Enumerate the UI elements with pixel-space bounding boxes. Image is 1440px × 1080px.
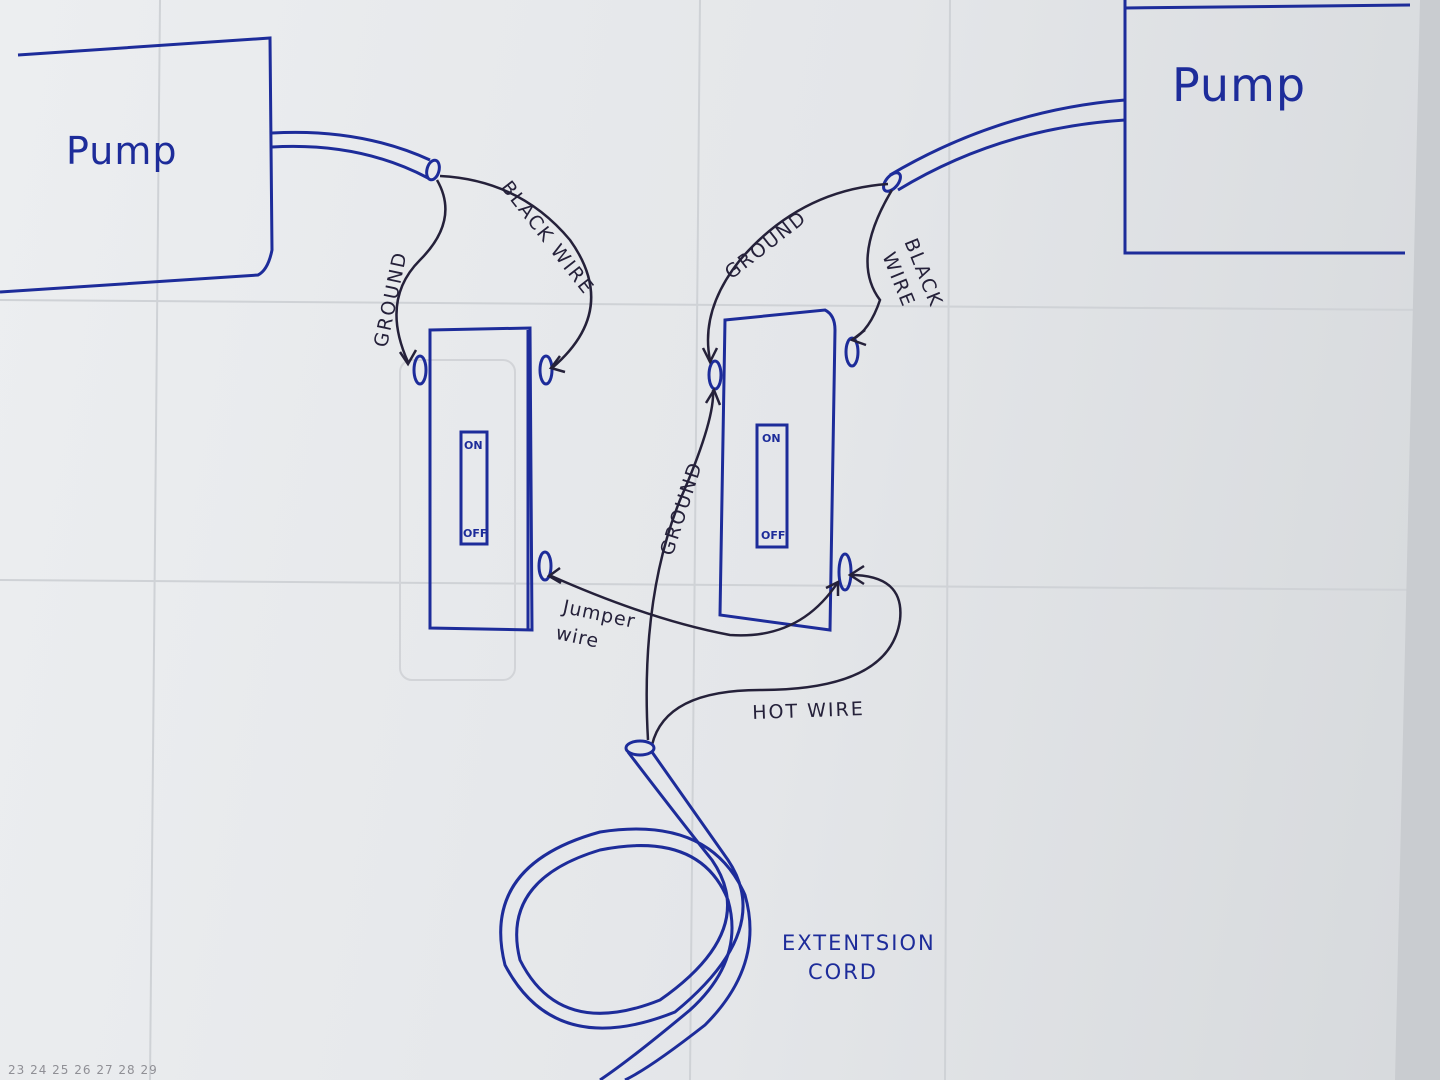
right-switch-terminal-hot (837, 552, 853, 592)
left-pump-label: Pump (66, 129, 178, 173)
right-pump-label: Pump (1172, 58, 1307, 112)
extension-cord (499, 739, 752, 1080)
right-switch (707, 308, 860, 632)
right-switch-terminal-ground (707, 359, 723, 391)
calendar-footer-numbers: 23 24 25 26 27 28 29 (8, 1063, 158, 1077)
extension-cord-label-line2: CORD (808, 960, 878, 984)
wires (395, 174, 902, 746)
right-pump-box (1123, 0, 1411, 255)
left-switch-terminal-jumper (537, 550, 553, 582)
extension-cord-label-line1: EXTENTSION (782, 931, 936, 955)
paper-edge-shadow (1395, 0, 1440, 1080)
left-switch-terminal-black (538, 354, 554, 386)
left-switch-toggle (459, 430, 489, 546)
extension-cord-end (624, 739, 656, 757)
hot-wire-label: HOT WIRE (751, 698, 866, 724)
left-pump-box (0, 36, 274, 294)
right-switch-off-label: OFF (761, 529, 786, 542)
left-pump-cable (271, 130, 441, 182)
right-switch-on-label: ON (762, 432, 781, 445)
right-pump-cable (882, 98, 1126, 193)
right-ground-wire-top (706, 182, 889, 361)
jumper-wire (548, 573, 840, 637)
hot-wire (650, 573, 902, 746)
left-switch (412, 326, 554, 632)
cord-ground-wire (645, 389, 715, 741)
left-switch-on-label: ON (464, 439, 483, 452)
left-switch-off-label: OFF (463, 527, 488, 540)
left-switch-terminal-ground (412, 354, 428, 386)
right-switch-terminal-black (844, 336, 860, 368)
right-switch-toggle (755, 423, 789, 549)
left-black-wire (439, 174, 593, 369)
left-ground-wire (395, 179, 447, 363)
